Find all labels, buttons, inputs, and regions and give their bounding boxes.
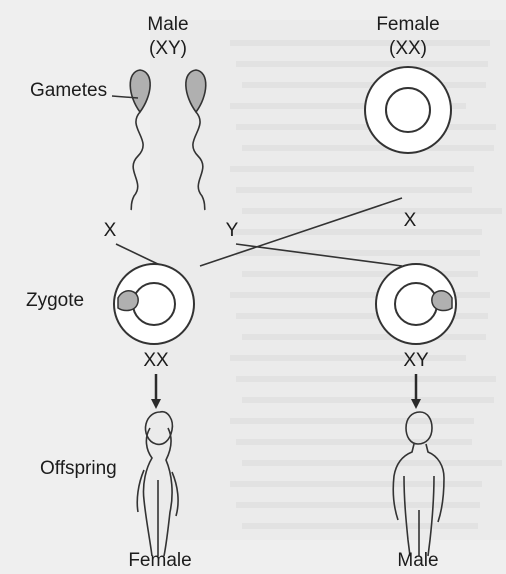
gametes-label: Gametes (30, 80, 107, 101)
gamete-label-male-x: X (104, 220, 117, 241)
gametes-pointer-line (111, 95, 139, 99)
background-text-line (236, 124, 496, 130)
background-text-line (242, 334, 486, 340)
background-text-line (242, 460, 502, 466)
background-text-line (236, 313, 488, 319)
zygote-left (113, 263, 195, 345)
background-text-line (242, 208, 502, 214)
male-parent-title: Male (147, 14, 188, 35)
zygote-label: Zygote (26, 290, 84, 311)
background-text-line (242, 397, 494, 403)
offspring-label-right: Male (397, 550, 438, 571)
background-text-line (230, 292, 490, 298)
background-text-line (230, 40, 490, 46)
egg-cell (364, 66, 452, 154)
sperm-y (185, 69, 207, 211)
offspring-label: Offspring (40, 458, 117, 479)
male-genotype-label: (XY) (149, 38, 187, 59)
female-genotype-label: (XX) (389, 38, 427, 59)
male-offspring-figure (392, 411, 445, 557)
background-text-line (242, 523, 478, 529)
background-text-line (236, 187, 472, 193)
background-text-line (242, 145, 494, 151)
zygote-right (375, 263, 457, 345)
cross-line-female-x-to-left-zygote (199, 197, 403, 267)
offspring-label-left: Female (128, 550, 191, 571)
cross-line-male-x-to-left-zygote (115, 243, 163, 267)
background-text-line (230, 355, 466, 361)
background-text-line (230, 418, 474, 424)
female-offspring-figure (136, 410, 179, 557)
female-parent-title: Female (376, 14, 439, 35)
gamete-label-male-y: Y (226, 220, 239, 241)
sperm-x (129, 69, 151, 211)
background-text-line (236, 439, 472, 445)
background-text-line (230, 103, 466, 109)
background-text-line (230, 481, 482, 487)
background-text-line (230, 229, 482, 235)
zygote-genotype-right: XY (403, 350, 429, 371)
background-text-line (242, 82, 486, 88)
cross-line-male-y-to-right-zygote (235, 243, 403, 267)
background-text-line (236, 61, 488, 67)
background-text-line (230, 166, 474, 172)
background-text-line (236, 502, 480, 508)
background-text-line (236, 250, 480, 256)
background-text-line (236, 376, 496, 382)
zygote-genotype-left: XX (143, 350, 169, 371)
gamete-label-female-x: X (404, 210, 417, 231)
background-text-line (242, 271, 478, 277)
